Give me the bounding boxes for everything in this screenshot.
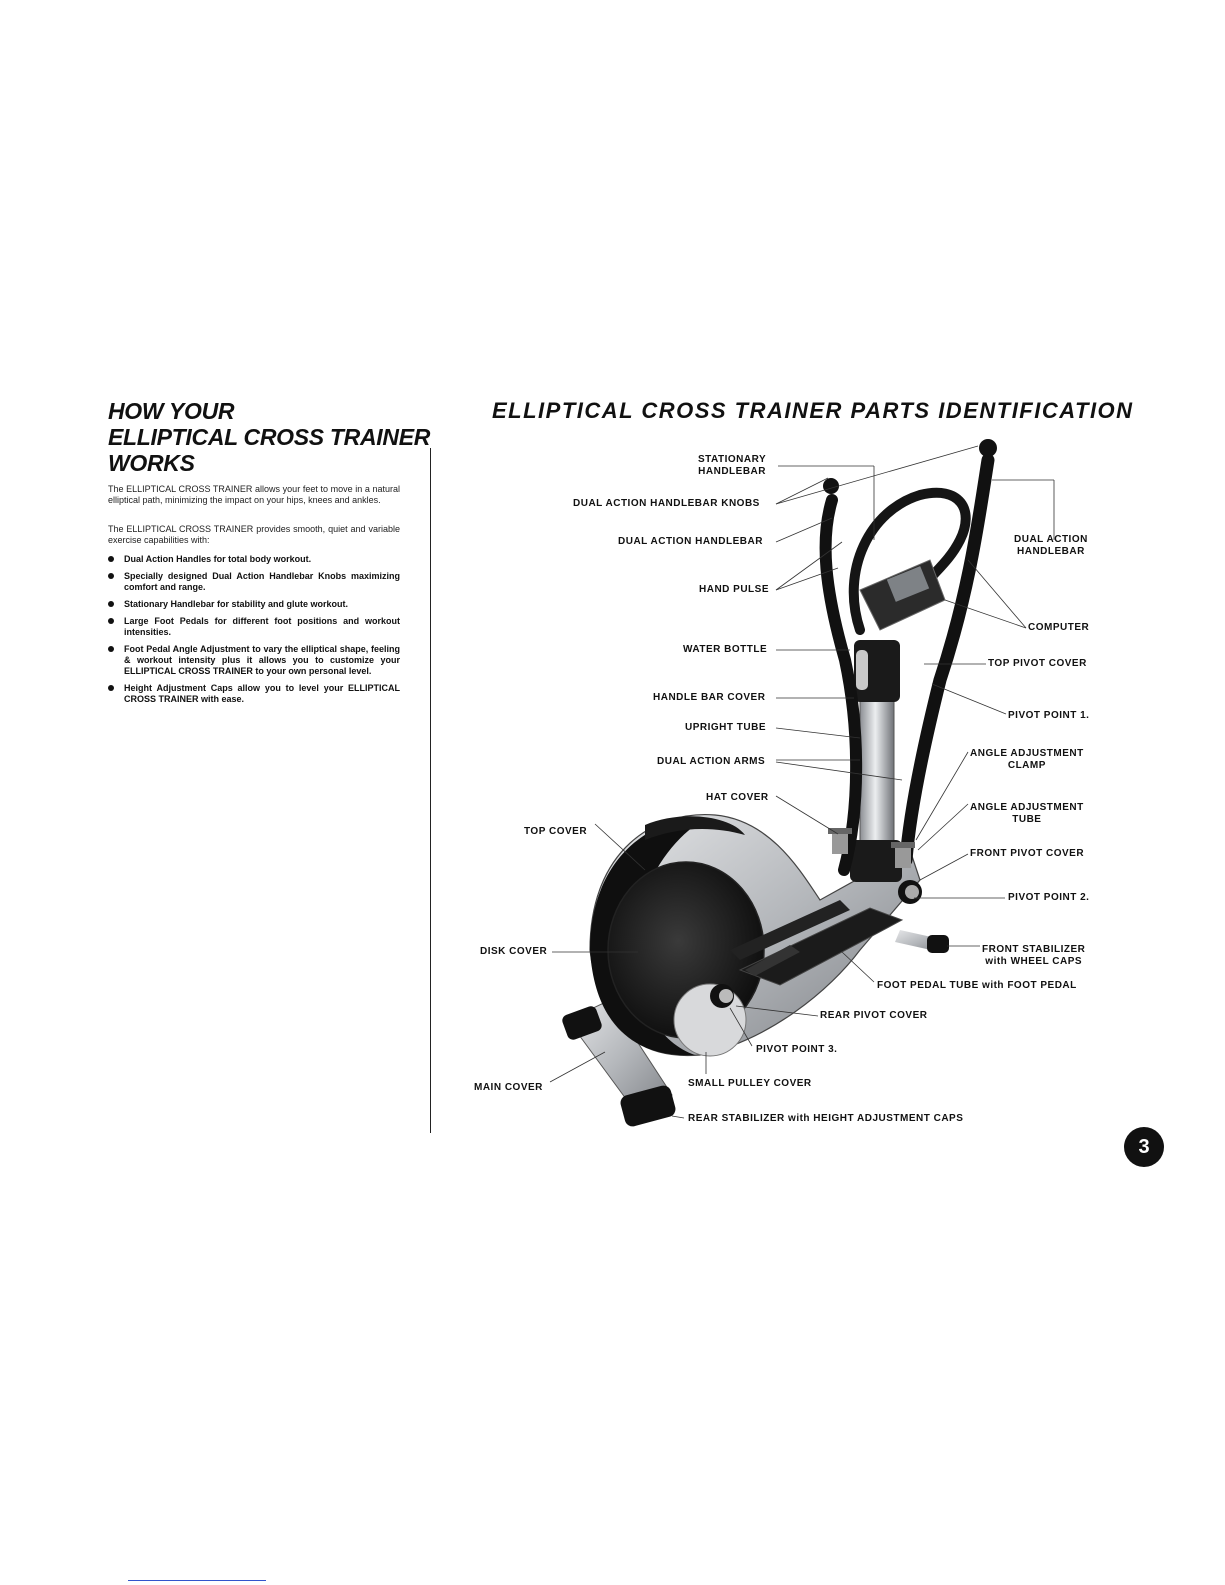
bullet-icon [108, 601, 114, 607]
dual-action-arms [819, 439, 997, 876]
label-handle-bar-cover: HANDLE BAR COVER [653, 692, 766, 703]
label-upright-tube: UPRIGHT TUBE [685, 722, 766, 733]
label-line: FRONT STABILIZER [982, 944, 1086, 955]
label-line: HANDLEBAR [698, 466, 766, 477]
bullet-icon [108, 573, 114, 579]
label-front-stabilizer: FRONT STABILIZER with WHEEL CAPS [982, 944, 1085, 968]
label-line: with WHEEL CAPS [985, 956, 1083, 967]
label-line: DUAL ACTION [1014, 534, 1088, 545]
feature-item: Stationary Handlebar for stability and g… [108, 599, 400, 610]
label-small-pulley-cover: SMALL PULLEY COVER [688, 1078, 812, 1089]
label-line: STATIONARY [698, 454, 767, 465]
label-angle-adjustment-clamp: ANGLE ADJUSTMENT CLAMP [970, 748, 1084, 772]
parts-diagram: STATIONARY HANDLEBAR DUAL ACTION HANDLEB… [440, 430, 1200, 1150]
label-main-cover: MAIN COVER [474, 1082, 543, 1093]
label-foot-pedal-tube: FOOT PEDAL TUBE with FOOT PEDAL [877, 980, 1077, 991]
small-pulley-shape [673, 983, 747, 1057]
label-dual-action-handlebar-left: DUAL ACTION HANDLEBAR [618, 536, 763, 547]
label-dual-action-arms: DUAL ACTION ARMS [657, 756, 766, 767]
page-number-badge: 3 [1124, 1127, 1164, 1167]
label-top-pivot-cover: TOP PIVOT COVER [988, 658, 1087, 669]
trainer-illustration [549, 439, 1055, 1127]
section-title-line-1: HOW YOUR [108, 398, 235, 424]
foot-pedal [730, 900, 949, 986]
label-rear-pivot-cover: REAR PIVOT COVER [820, 1010, 928, 1021]
feature-item: Height Adjustment Caps allow you to leve… [108, 683, 400, 705]
label-front-pivot-cover: FRONT PIVOT COVER [970, 848, 1085, 859]
label-line: ANGLE ADJUSTMENT [970, 802, 1084, 813]
feature-item: Dual Action Handles for total body worko… [108, 554, 400, 565]
label-line: ANGLE ADJUSTMENT [970, 748, 1084, 759]
bullet-icon [108, 685, 114, 691]
label-pivot-point-2: PIVOT POINT 2. [1008, 892, 1090, 903]
label-computer: COMPUTER [1028, 622, 1090, 633]
stationary-handlebar [848, 487, 971, 635]
feature-text: Specially designed Dual Action Handlebar… [124, 571, 400, 592]
intro-paragraph-2: The ELLIPTICAL CROSS TRAINER provides sm… [108, 524, 400, 545]
label-top-cover: TOP COVER [524, 826, 588, 837]
feature-item: Large Foot Pedals for different foot pos… [108, 616, 400, 638]
section-title-line-2: ELLIPTICAL CROSS TRAINER [108, 424, 431, 450]
feature-item: Specially designed Dual Action Handlebar… [108, 571, 400, 593]
label-dual-action-handlebar-right: DUAL ACTION HANDLEBAR [1014, 534, 1088, 558]
feature-item: Foot Pedal Angle Adjustment to vary the … [108, 644, 400, 677]
feature-text: Foot Pedal Angle Adjustment to vary the … [124, 644, 400, 676]
label-angle-adjustment-tube: ANGLE ADJUSTMENT TUBE [970, 802, 1084, 826]
label-water-bottle: WATER BOTTLE [683, 644, 768, 655]
label-stationary-handlebar: STATIONARY HANDLEBAR [698, 454, 766, 478]
label-pivot-point-1: PIVOT POINT 1. [1008, 710, 1090, 721]
feature-list: Dual Action Handles for total body worko… [108, 554, 400, 711]
rear-stabilizer [562, 999, 676, 1127]
angle-adjustment-clamp [828, 828, 915, 868]
flywheel-housing [589, 813, 921, 1057]
computer-console [859, 559, 946, 631]
label-line: TUBE [1012, 814, 1042, 825]
label-line: HANDLEBAR [1017, 546, 1085, 557]
feature-text: Height Adjustment Caps allow you to leve… [124, 683, 400, 704]
diagram-title: ELLIPTICAL CROSS TRAINER PARTS IDENTIFIC… [492, 398, 1134, 423]
label-pivot-point-3: PIVOT POINT 3. [756, 1044, 838, 1055]
bullet-icon [108, 556, 114, 562]
label-disk-cover: DISK COVER [480, 946, 548, 957]
label-hand-pulse: HAND PULSE [699, 584, 770, 595]
bullet-icon [108, 618, 114, 624]
column-divider [430, 448, 431, 1133]
front-stabilizer-shape [927, 935, 949, 953]
label-hat-cover: HAT COVER [706, 792, 769, 803]
upright-tube [850, 640, 922, 904]
feature-text: Stationary Handlebar for stability and g… [124, 599, 349, 609]
section-title-line-3: WORKS [108, 450, 195, 476]
feature-text: Large Foot Pedals for different foot pos… [124, 616, 400, 637]
footer-link-underline[interactable] [128, 1580, 266, 1581]
leader-lines [549, 445, 1055, 1119]
intro-paragraph-1: The ELLIPTICAL CROSS TRAINER allows your… [108, 484, 400, 505]
label-rear-stabilizer: REAR STABILIZER with HEIGHT ADJUSTMENT C… [688, 1113, 964, 1124]
water-bottle-shape [856, 650, 868, 690]
feature-text: Dual Action Handles for total body worko… [124, 554, 312, 564]
bullet-icon [108, 646, 114, 652]
section-title: HOW YOUR ELLIPTICAL CROSS TRAINER WORKS [108, 398, 431, 476]
label-line: CLAMP [1007, 760, 1046, 771]
label-dual-action-handlebar-knobs: DUAL ACTION HANDLEBAR KNOBS [573, 498, 760, 509]
